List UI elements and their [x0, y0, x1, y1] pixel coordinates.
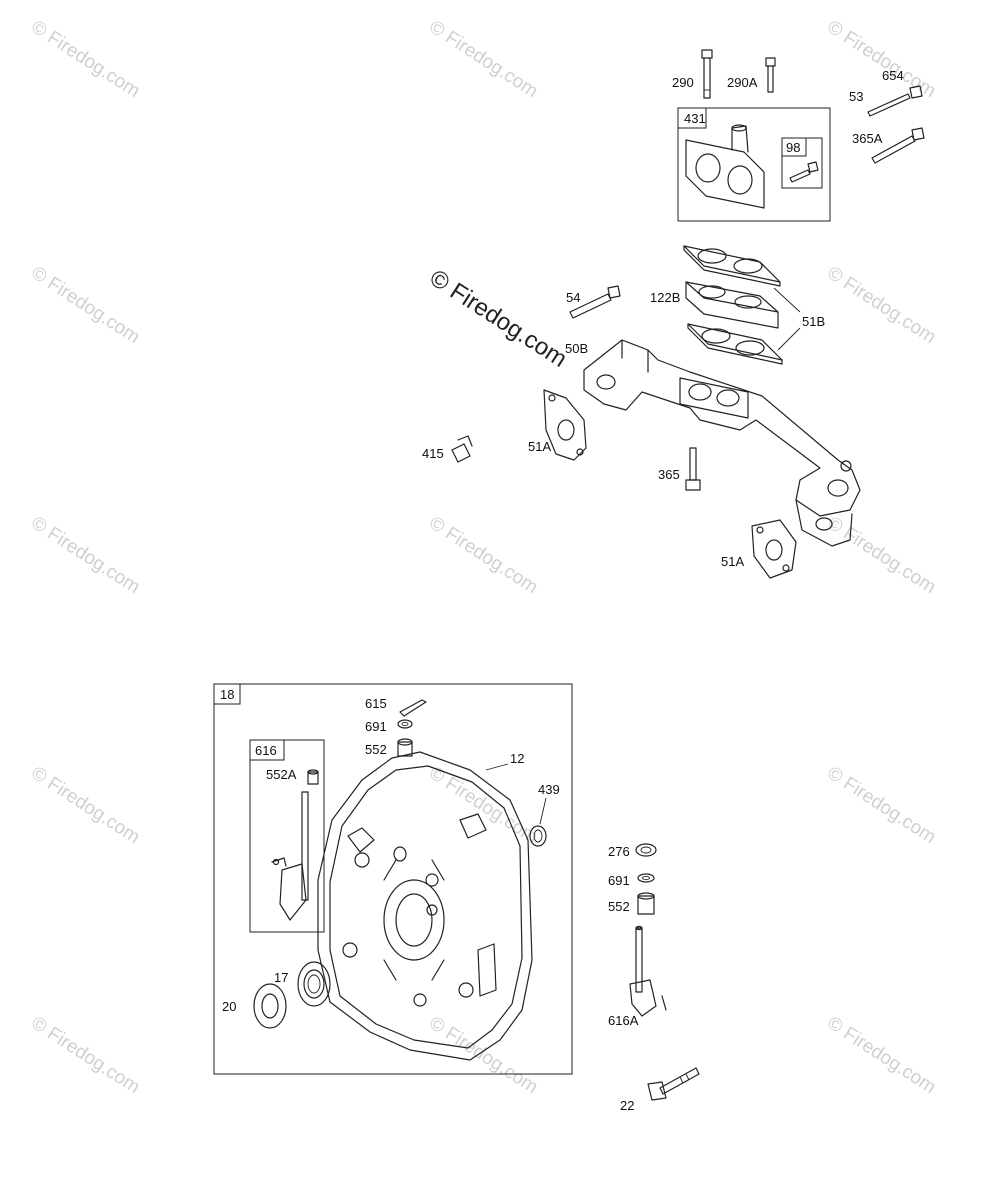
callout-415: 415	[422, 446, 444, 461]
callout-552a: 552A	[266, 767, 297, 782]
callout-54: 54	[566, 290, 580, 305]
governor-shaft-icon	[271, 769, 319, 921]
callout-53: 53	[849, 89, 863, 104]
watermark-layer: © Firedog.com © Firedog.com © Firedog.co…	[27, 17, 939, 1099]
box-98-label-frame	[781, 137, 807, 157]
adapter-431-icon	[685, 124, 765, 209]
watermark: © Firedog.com	[425, 513, 541, 599]
watermark: © Firedog.com	[823, 1013, 939, 1099]
intake-manifold-50b-icon	[583, 339, 861, 547]
plug-415-icon	[451, 435, 473, 463]
callout-276: 276	[608, 844, 630, 859]
box-431-label-frame	[677, 107, 707, 129]
callout-18: 18	[220, 687, 234, 702]
bearing-17-icon	[297, 961, 331, 1007]
watermark: © Firedog.com	[823, 17, 939, 103]
watermark: © Firedog.com	[27, 763, 143, 849]
watermark: © Firedog.com	[27, 513, 143, 599]
seal-276-icon	[635, 843, 657, 857]
bolt-22-icon	[647, 1067, 700, 1101]
watermark: © Firedog.com	[823, 263, 939, 349]
bolt-290-icon	[701, 49, 713, 99]
callout-365: 365	[658, 467, 680, 482]
screw-98-icon	[789, 161, 819, 183]
bushing-552-right-icon	[637, 892, 655, 915]
bolt-365a-icon	[871, 127, 925, 164]
crankcase-cover-icon	[317, 751, 533, 1061]
governor-shaft-616a-icon	[629, 925, 667, 1017]
washer-691-right-icon	[637, 873, 655, 883]
watermark: © Firedog.com	[425, 17, 541, 103]
watermark: © Firedog.com	[27, 17, 143, 103]
gasket-51a-top-icon	[543, 389, 587, 461]
box-616-label-frame	[249, 739, 285, 761]
callout-50b: 50B	[565, 341, 588, 356]
callout-439: 439	[538, 782, 560, 797]
gasket-51a-bottom-icon	[751, 519, 797, 579]
box-18-label-frame	[213, 683, 241, 705]
callout-431: 431	[684, 111, 706, 126]
main-watermark: © Firedog.com	[425, 264, 572, 373]
callout-616: 616	[255, 743, 277, 758]
stud-53-icon	[867, 85, 923, 117]
watermark: © Firedog.com	[27, 263, 143, 349]
callout-691-left: 691	[365, 719, 387, 734]
ring-439-icon	[529, 825, 547, 847]
callout-51a-bottom: 51A	[721, 554, 744, 569]
stud-365-icon	[685, 447, 701, 491]
watermark: © Firedog.com	[425, 763, 541, 849]
callout-552-right: 552	[608, 899, 630, 914]
callout-51a-top: 51A	[528, 439, 551, 454]
spacer-122b-icon	[685, 281, 779, 329]
callout-12: 12	[510, 751, 524, 766]
callout-365a: 365A	[852, 131, 883, 146]
callout-552-left: 552	[365, 742, 387, 757]
watermark: © Firedog.com	[823, 763, 939, 849]
gasket-51b-top-icon	[683, 245, 781, 287]
callout-17: 17	[274, 970, 288, 985]
clip-615-icon	[399, 699, 427, 717]
callout-20: 20	[222, 999, 236, 1014]
callout-290a: 290A	[727, 75, 758, 90]
box-431	[677, 107, 831, 222]
bolt-290a-icon	[765, 57, 776, 93]
box-616	[249, 739, 325, 933]
callout-691-right: 691	[608, 873, 630, 888]
gasket-51b-bottom-icon	[687, 323, 783, 365]
callout-615: 615	[365, 696, 387, 711]
callout-98: 98	[786, 140, 800, 155]
box-18	[213, 683, 573, 1075]
callout-22: 22	[620, 1098, 634, 1113]
washer-691-left-icon	[397, 719, 413, 729]
callout-616a: 616A	[608, 1013, 639, 1028]
callout-654: 654	[882, 68, 904, 83]
bushing-552-left-icon	[397, 738, 413, 757]
seal-20-icon	[253, 983, 287, 1029]
callout-51b: 51B	[802, 314, 825, 329]
callout-290: 290	[672, 75, 694, 90]
bolt-54-icon	[569, 285, 621, 319]
watermark: © Firedog.com	[823, 513, 939, 599]
watermark: © Firedog.com	[27, 1013, 143, 1099]
callout-122b: 122B	[650, 290, 680, 305]
